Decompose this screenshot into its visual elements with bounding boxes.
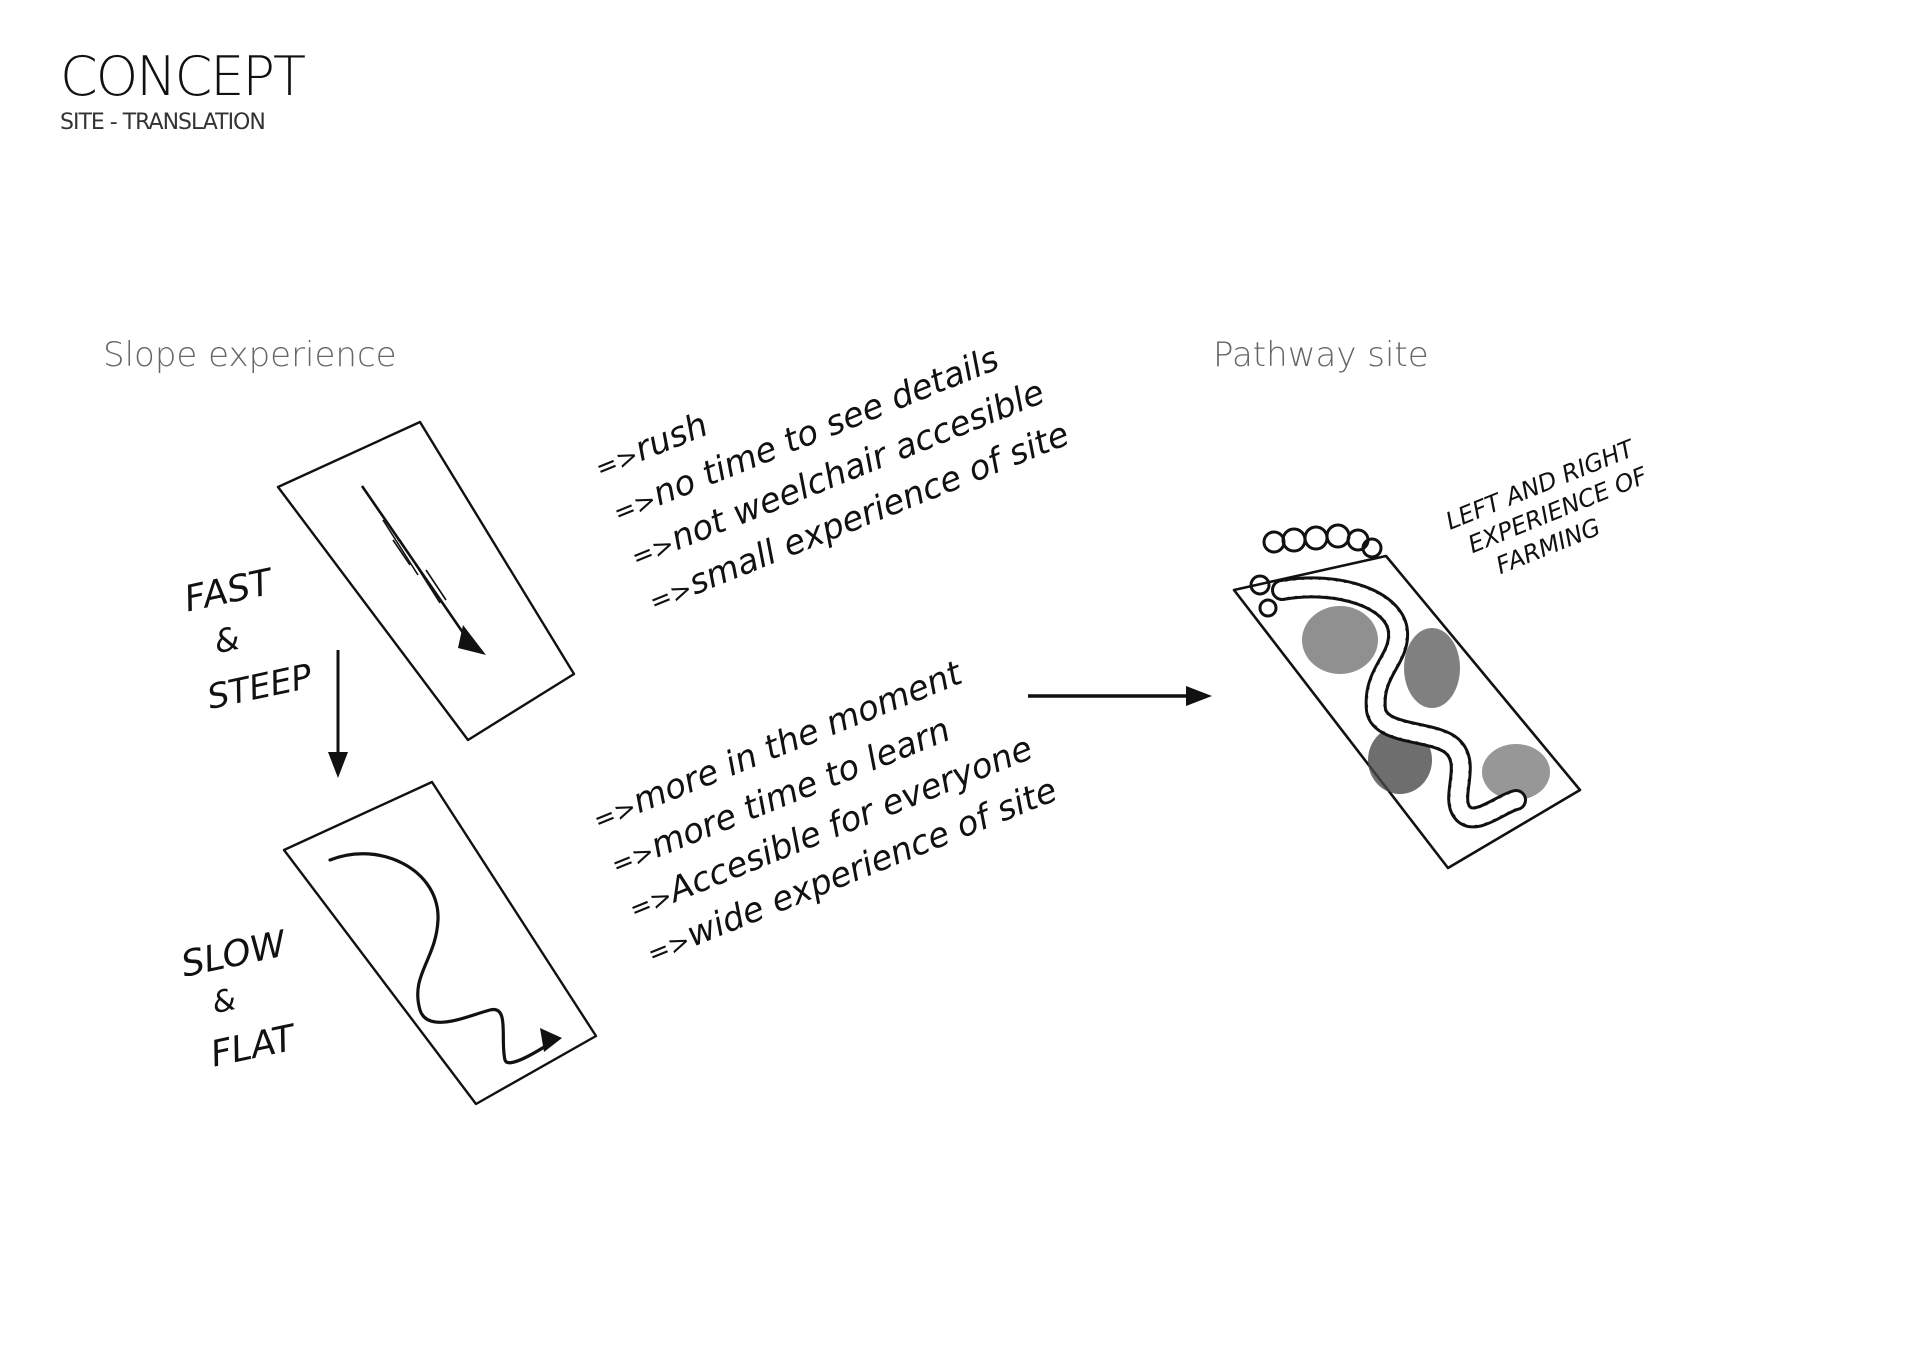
tree-icon bbox=[1260, 600, 1276, 616]
slow-ampersand: & bbox=[209, 982, 239, 1021]
farm-field-left-top bbox=[1302, 606, 1378, 674]
tree-icon bbox=[1327, 525, 1349, 547]
pathway-note: LEFT AND RIGHT EXPERIENCE OF FARMING bbox=[1442, 433, 1664, 591]
slow-flat-sketch bbox=[284, 782, 596, 1104]
tree-icon bbox=[1283, 529, 1305, 551]
pathway-site-sketch bbox=[1234, 525, 1580, 868]
flat-label: FLAT bbox=[207, 1017, 301, 1075]
fast-steep-sketch bbox=[278, 422, 574, 740]
slow-label: SLOW bbox=[178, 923, 291, 985]
pathway-site-rectangle bbox=[1234, 556, 1580, 868]
speed-line-3 bbox=[400, 540, 440, 603]
speed-line-1 bbox=[383, 520, 418, 575]
steep-arrow-head-icon bbox=[458, 625, 486, 655]
fast-label: FAST bbox=[181, 561, 279, 620]
slow-notes-list: => more in the moment => more time to le… bbox=[586, 637, 1062, 972]
tree-icon bbox=[1348, 530, 1368, 550]
fast-ampersand: & bbox=[211, 619, 243, 661]
tree-icon bbox=[1264, 532, 1284, 552]
tree-icon bbox=[1305, 527, 1327, 549]
farm-field-right-top bbox=[1404, 628, 1460, 708]
slow-flat-rectangle bbox=[284, 782, 596, 1104]
winding-path-line bbox=[330, 854, 555, 1063]
translation-arrow-icon bbox=[1186, 686, 1212, 706]
slow-flat-label: SLOW & FLAT bbox=[178, 923, 311, 1077]
fast-notes-list: => rush => no time to see details => not… bbox=[588, 281, 1074, 620]
transition-down-arrow-icon bbox=[328, 752, 348, 778]
steep-label: STEEP bbox=[204, 657, 316, 718]
fast-steep-label: FAST & STEEP bbox=[181, 558, 316, 718]
